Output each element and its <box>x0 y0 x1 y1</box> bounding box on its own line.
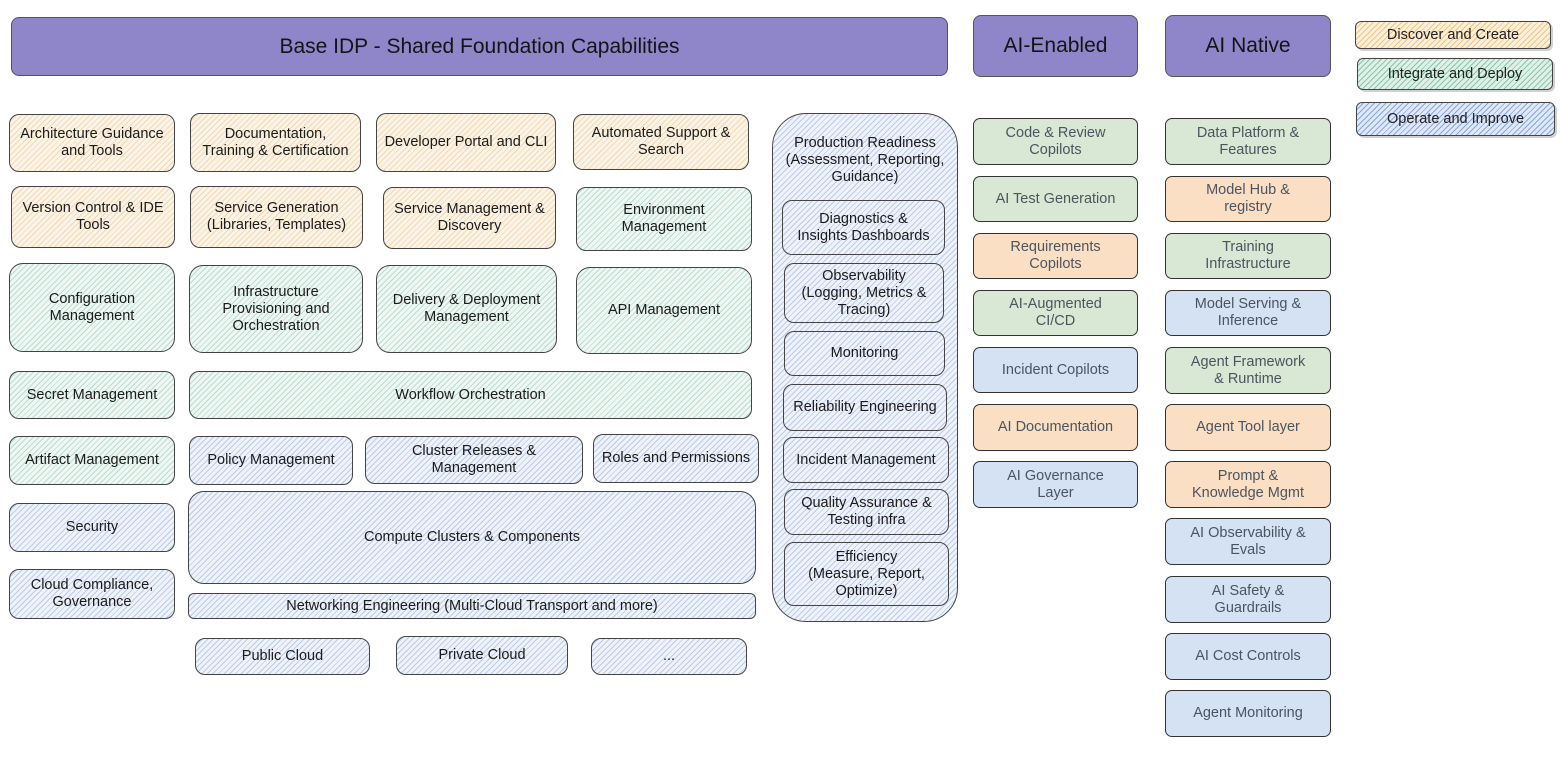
architecture-guidance-box: Architecture Guidance and Tools <box>9 114 175 172</box>
compute-clusters-box: Compute Clusters & Components <box>188 491 756 584</box>
quality-assurance-box: Quality Assurance & Testing infra <box>784 489 949 535</box>
code-review-copilots-box: Code & Review Copilots <box>973 118 1138 165</box>
ai-augmented-cicd-box: AI-Augmented CI/CD <box>973 290 1138 336</box>
legend-operate-and-improve: Operate and Improve <box>1356 102 1555 136</box>
automated-support-box: Automated Support & Search <box>573 114 749 170</box>
agent-tool-layer-box: Agent Tool layer <box>1165 404 1331 451</box>
base-idp-header: Base IDP - Shared Foundation Capabilitie… <box>11 17 948 76</box>
agent-monitoring-box: Agent Monitoring <box>1165 690 1331 737</box>
secret-management-box: Secret Management <box>9 371 175 419</box>
monitoring-box: Monitoring <box>784 331 945 376</box>
version-control-box: Version Control & IDE Tools <box>11 186 175 248</box>
security-box: Security <box>9 503 175 552</box>
legend-discover-and-create: Discover and Create <box>1355 21 1551 49</box>
model-serving-inference-box: Model Serving & Inference <box>1165 290 1331 336</box>
ai-test-generation-box: AI Test Generation <box>973 176 1138 222</box>
observability-box: Observability (Logging, Metrics & Tracin… <box>784 263 944 323</box>
workflow-orchestration-box: Workflow Orchestration <box>189 371 752 419</box>
incident-copilots-box: Incident Copilots <box>973 347 1138 393</box>
ai-documentation-box: AI Documentation <box>973 404 1138 451</box>
api-management-box: API Management <box>576 267 752 354</box>
infrastructure-provisioning-box: Infrastructure Provisioning and Orchestr… <box>189 265 363 353</box>
policy-management-box: Policy Management <box>189 436 353 485</box>
more-clouds-box: ... <box>591 638 747 675</box>
ai-observability-evals-box: AI Observability & Evals <box>1165 518 1331 565</box>
prompt-knowledge-mgmt-box: Prompt & Knowledge Mgmt <box>1165 461 1331 508</box>
training-infrastructure-box: Training Infrastructure <box>1165 233 1331 279</box>
public-cloud-box: Public Cloud <box>195 638 370 675</box>
cluster-releases-box: Cluster Releases & Management <box>365 436 583 484</box>
ai-governance-layer-box: AI Governance Layer <box>973 461 1138 508</box>
ai-native-header: AI Native <box>1165 15 1331 77</box>
roles-permissions-box: Roles and Permissions <box>593 434 759 483</box>
delivery-deployment-box: Delivery & Deployment Management <box>376 265 557 353</box>
service-generation-box: Service Generation (Libraries, Templates… <box>190 186 363 248</box>
environment-management-box: Environment Management <box>576 187 752 251</box>
documentation-box: Documentation, Training & Certification <box>190 113 361 172</box>
incident-management-box: Incident Management <box>783 437 949 483</box>
agent-framework-runtime-box: Agent Framework & Runtime <box>1165 347 1331 394</box>
ai-enabled-header: AI-Enabled <box>973 15 1138 77</box>
cloud-compliance-box: Cloud Compliance, Governance <box>9 569 175 619</box>
developer-portal-box: Developer Portal and CLI <box>376 113 556 172</box>
production-readiness-title: Production Readiness (Assessment, Report… <box>785 135 945 185</box>
diagnostics-dashboards-box: Diagnostics & Insights Dashboards <box>782 200 945 255</box>
data-platform-features-box: Data Platform & Features <box>1165 118 1331 165</box>
legend-integrate-and-deploy: Integrate and Deploy <box>1357 58 1553 90</box>
service-management-box: Service Management & Discovery <box>383 187 556 249</box>
networking-engineering-box: Networking Engineering (Multi-Cloud Tran… <box>188 593 756 619</box>
ai-cost-controls-box: AI Cost Controls <box>1165 633 1331 680</box>
ai-safety-guardrails-box: AI Safety & Guardrails <box>1165 576 1331 623</box>
efficiency-box: Efficiency (Measure, Report, Optimize) <box>784 542 949 606</box>
model-hub-registry-box: Model Hub & registry <box>1165 176 1331 222</box>
requirements-copilots-box: Requirements Copilots <box>973 233 1138 279</box>
artifact-management-box: Artifact Management <box>9 436 175 485</box>
reliability-engineering-box: Reliability Engineering <box>783 384 947 431</box>
private-cloud-box: Private Cloud <box>396 636 568 675</box>
configuration-management-box: Configuration Management <box>9 263 175 352</box>
